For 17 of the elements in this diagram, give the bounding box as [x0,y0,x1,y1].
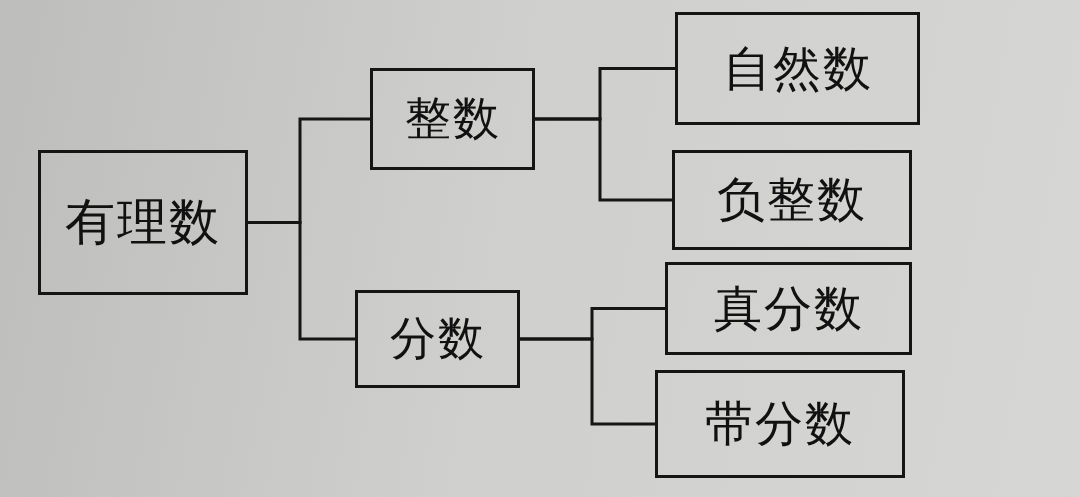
node-label: 整数 [404,90,501,147]
node-box [675,12,920,125]
node-label: 有理数 [65,192,221,253]
connector-line [535,117,672,202]
node-box [355,290,520,388]
connector-line [248,221,355,341]
node-box [665,262,912,355]
node-label: 带分数 [705,394,855,453]
node-label: 负整数 [717,170,867,229]
node-box [672,150,912,250]
node-box [370,68,535,170]
node-label: 真分数 [713,278,864,338]
node-box [655,370,905,478]
node-box [38,150,248,295]
connector-line [520,337,655,426]
node-label: 自然数 [722,38,873,98]
node-label: 分数 [389,310,486,367]
